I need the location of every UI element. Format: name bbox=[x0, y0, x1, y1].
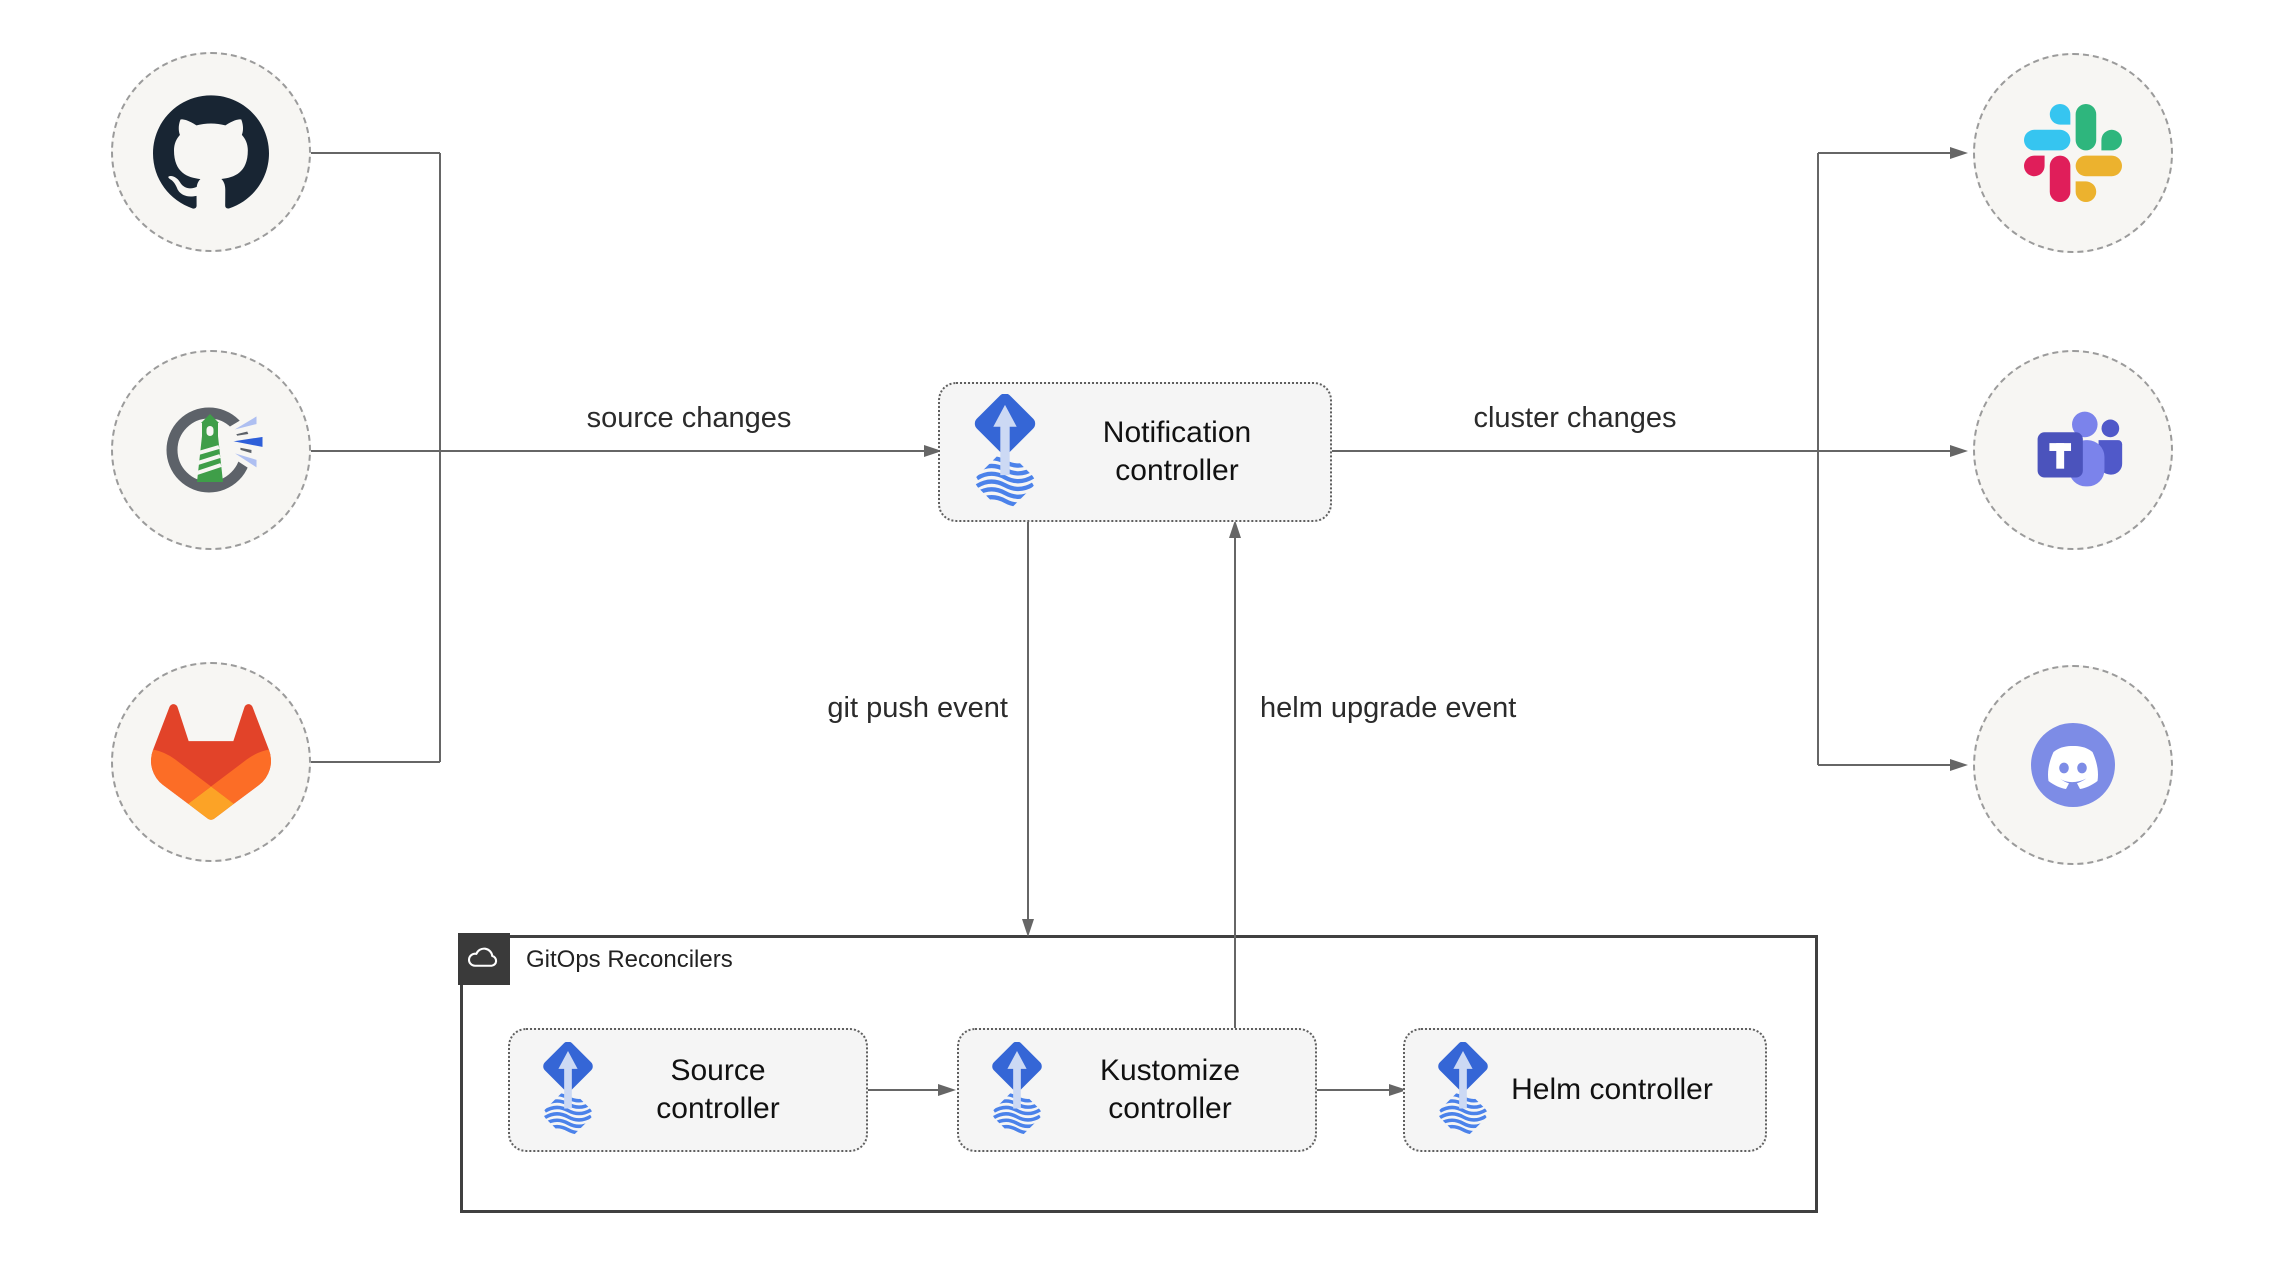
flux-icon bbox=[1431, 1042, 1495, 1138]
source-controller-label: Source controller bbox=[656, 1054, 780, 1125]
kustomize-controller-label: Kustomize controller bbox=[1099, 1054, 1241, 1125]
edge-label-cluster-changes: cluster changes bbox=[1473, 402, 1677, 434]
notification-controller-label: Notification controller bbox=[1102, 416, 1252, 487]
node-github bbox=[111, 52, 311, 252]
flux-icon bbox=[985, 1042, 1049, 1138]
discord-icon bbox=[2031, 723, 2115, 807]
edge-label-helm-upgrade-event: helm upgrade event bbox=[1260, 692, 1517, 724]
kustomize-controller-box: Kustomize controller bbox=[957, 1028, 1317, 1152]
node-slack bbox=[1973, 53, 2173, 253]
github-icon bbox=[153, 95, 269, 209]
harbor-icon bbox=[166, 407, 268, 493]
gitlab-icon bbox=[151, 704, 271, 820]
flux-icon bbox=[536, 1042, 600, 1138]
flux-icon bbox=[966, 394, 1044, 511]
source-controller-box: Source controller bbox=[508, 1028, 868, 1152]
node-gitlab bbox=[111, 662, 311, 862]
gitops-group-badge bbox=[458, 933, 510, 985]
gitops-group-label: GitOps Reconcilers bbox=[526, 946, 733, 973]
cloud-icon bbox=[468, 947, 498, 967]
node-teams bbox=[1973, 350, 2173, 550]
helm-controller-box: Helm controller bbox=[1403, 1028, 1767, 1152]
edge-label-source-changes: source changes bbox=[586, 402, 792, 434]
edge-label-git-push-event: git push event bbox=[827, 692, 1008, 724]
notification-controller-box: Notification controller bbox=[938, 382, 1332, 522]
node-harbor bbox=[111, 350, 311, 550]
slack-icon bbox=[2024, 104, 2122, 202]
teams-icon bbox=[2037, 411, 2123, 487]
node-discord bbox=[1973, 665, 2173, 865]
helm-controller-label: Helm controller bbox=[1511, 1073, 1713, 1106]
